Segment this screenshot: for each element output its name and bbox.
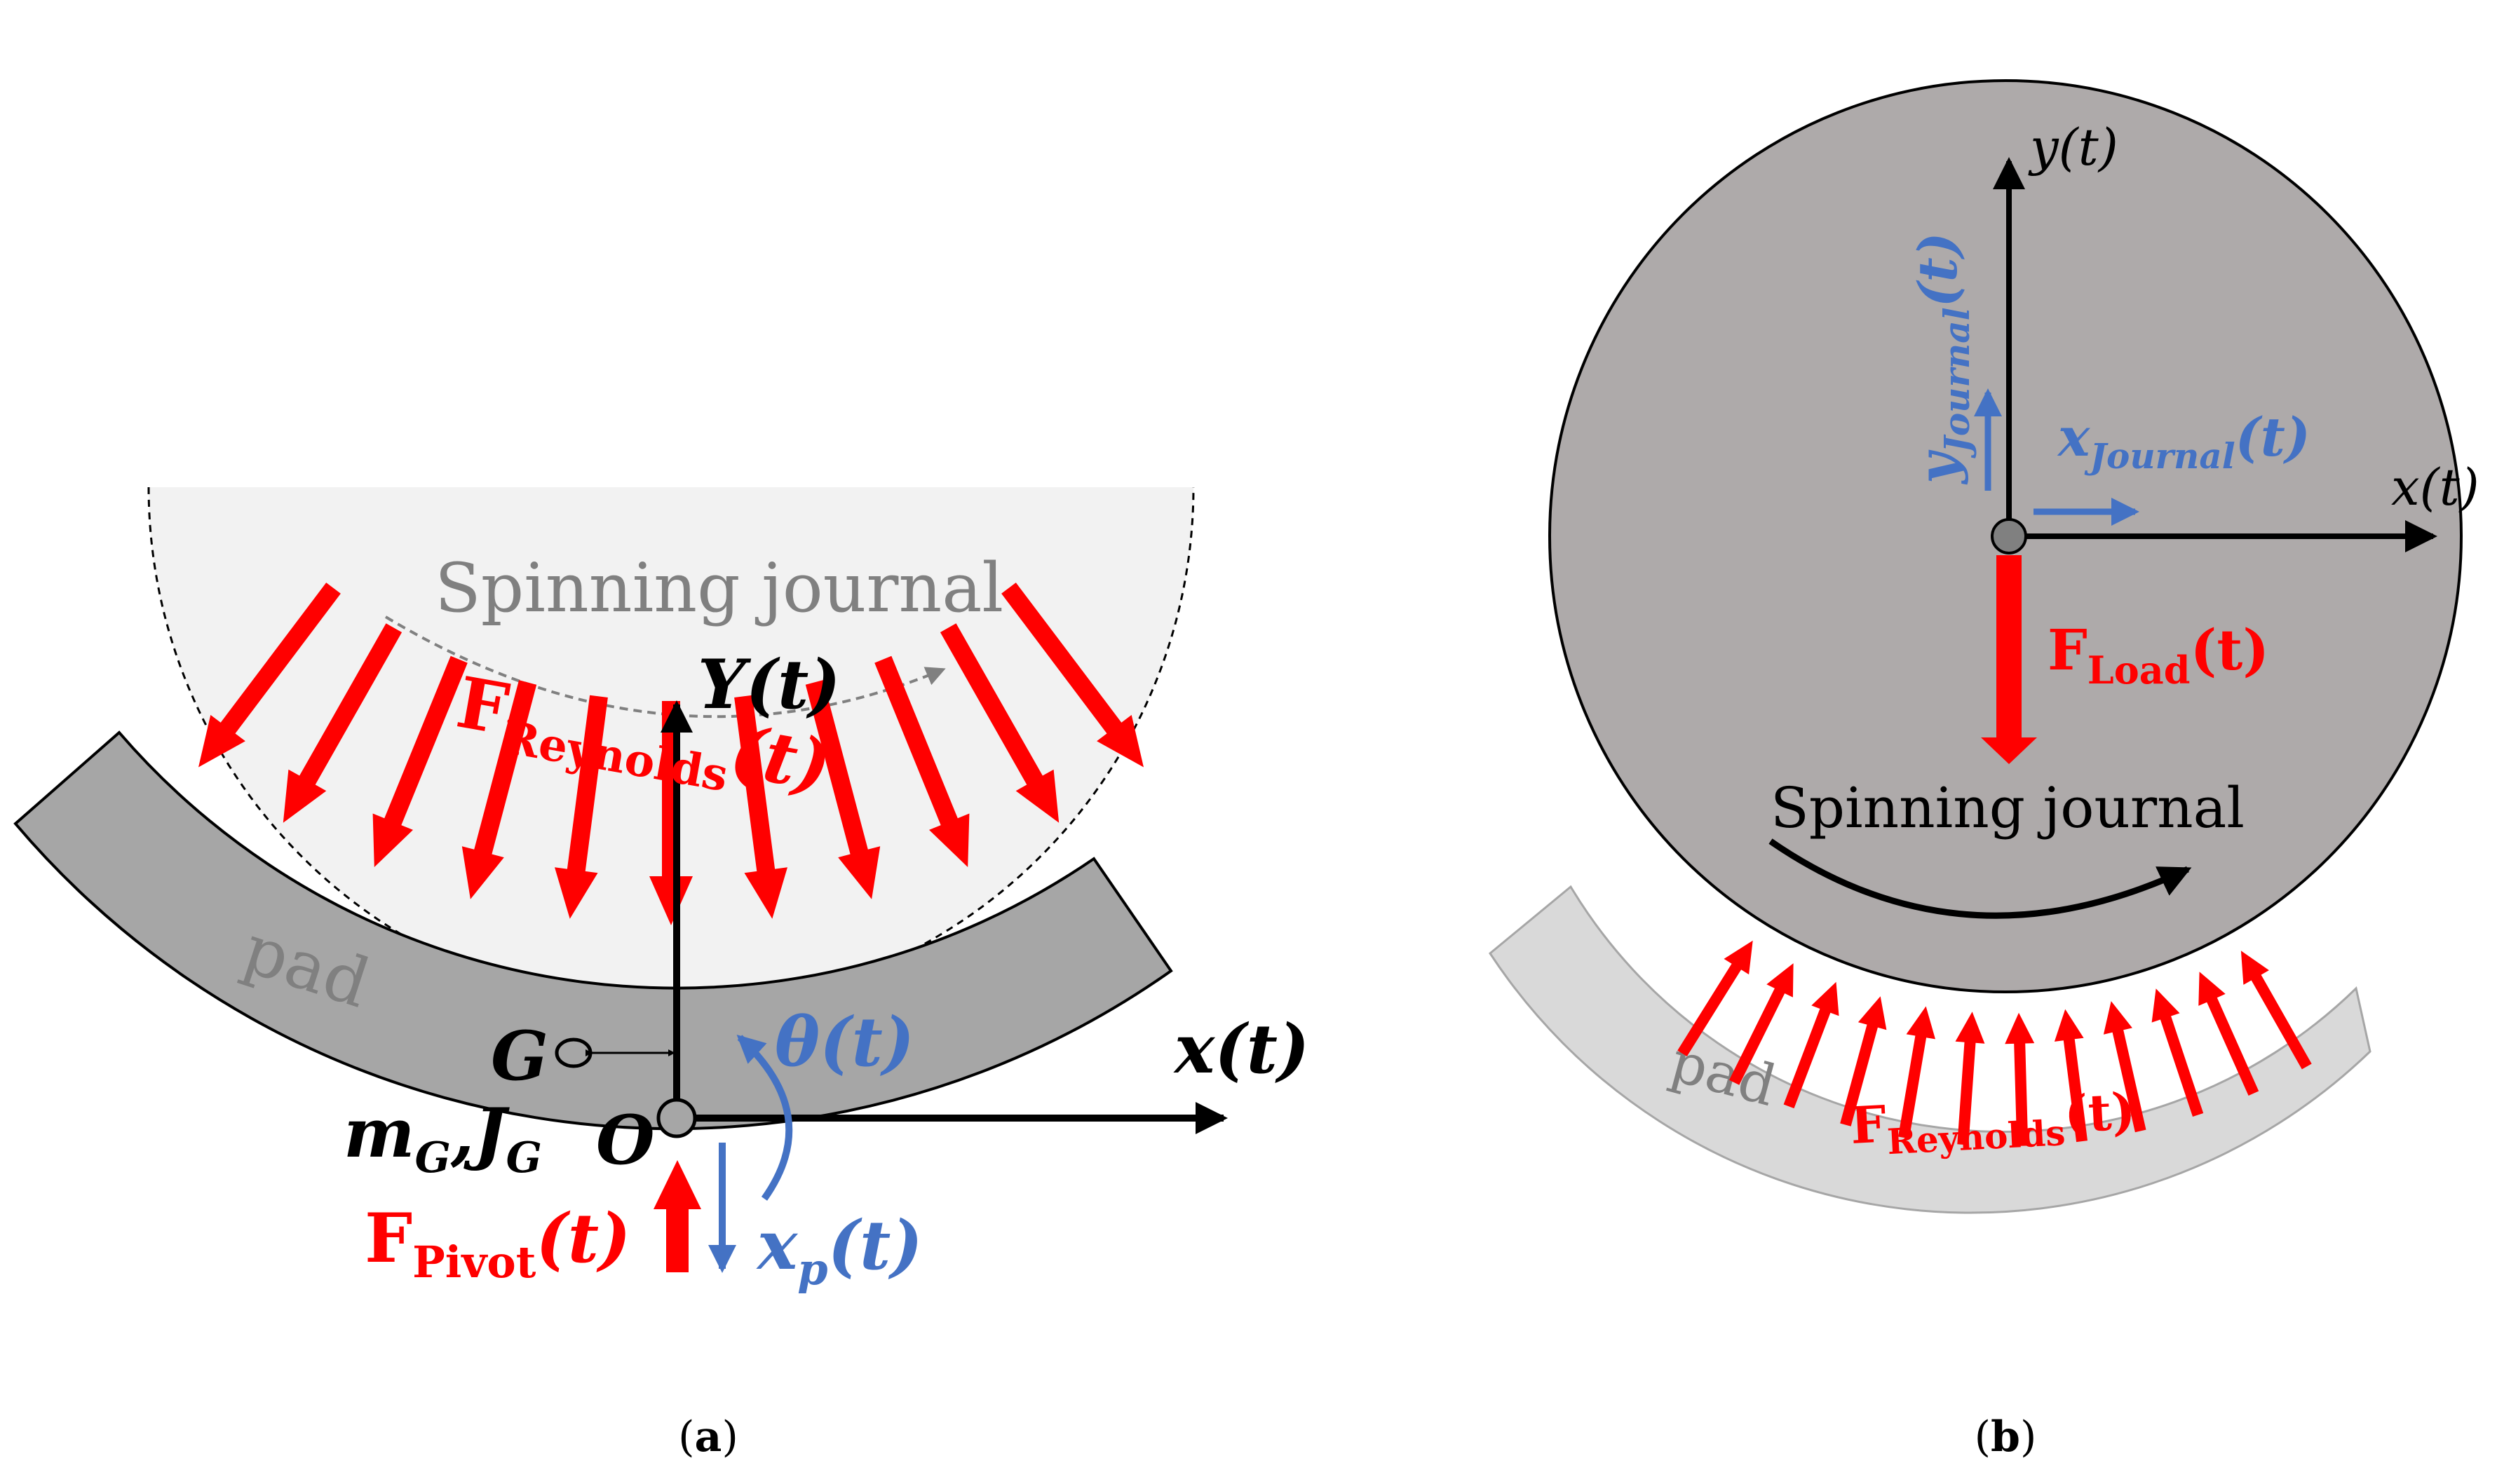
reynolds-arrow-a	[1001, 583, 1144, 768]
reynolds-arrow-b	[1729, 963, 1794, 1085]
reynolds-arrow-a	[734, 695, 787, 919]
journal-a-label: Spinning journal	[435, 549, 1003, 627]
reynolds-arrow-b	[2198, 972, 2259, 1096]
origin-label: O	[596, 1101, 655, 1180]
pad-b	[1489, 885, 2371, 1214]
reynolds-arrow-b	[1898, 1006, 1935, 1139]
pivot-point	[656, 1098, 697, 1138]
reynolds-arrow-a	[198, 583, 341, 768]
caption-b: (b)	[1975, 1412, 2037, 1462]
reynolds-arrows-a	[198, 583, 1144, 925]
reynolds-arrow-a	[555, 695, 608, 919]
theta-arrow	[736, 1034, 793, 1201]
journal-b-rotation-arrow	[1768, 838, 2192, 919]
reynolds-arrow-a	[372, 655, 468, 867]
mass-inertia-label: mG,JG	[344, 1094, 542, 1183]
reynolds-arrow-b	[2054, 1009, 2087, 1143]
panel-b: pad y(t) x(t) yJournal(t) xJournal(t) FL…	[1489, 79, 2479, 1462]
load-force-arrow	[1981, 555, 2037, 764]
center-of-mass-label: G	[491, 1016, 548, 1096]
pivot-displacement-label: xp(t)	[756, 1206, 923, 1295]
journal-center-point	[1991, 518, 2027, 554]
x-axis-a-label: x(t)	[1173, 1009, 1309, 1089]
x-journal-label: xJournal(t)	[2057, 406, 2310, 477]
reynolds-arrow-b	[2240, 951, 2312, 1070]
x-axis-b-label: x(t)	[2391, 458, 2479, 517]
reynolds-force-b-label: FReynolds(t)	[1849, 1081, 2137, 1164]
pad-a	[13, 730, 1173, 1131]
reynolds-arrow-b	[2103, 1001, 2146, 1133]
reynolds-arrow-a	[874, 655, 970, 867]
reynolds-arrows-b	[1677, 940, 2312, 1146]
pivot-force-arrow	[654, 1160, 701, 1272]
pivot-force-label: FPivot(t)	[365, 1199, 631, 1288]
reynolds-arrow-b	[1783, 981, 1839, 1109]
reynolds-arrow-b	[1677, 940, 1753, 1056]
reynolds-arrow-b	[2005, 1012, 2035, 1146]
theta-label: θ(t)	[775, 1002, 914, 1082]
y-axis-a-label: Y(t)	[698, 645, 841, 724]
reynolds-arrow-a	[649, 701, 693, 925]
load-force-label: FLoad(t)	[2048, 617, 2269, 693]
panel-a: Spinning journal pad Y(t) x(t) FReynolds…	[13, 486, 1309, 1462]
reynolds-arrow-a	[283, 623, 402, 823]
reynolds-arrow-b	[2151, 988, 2204, 1117]
y-axis-b-label: y(t)	[2028, 118, 2118, 177]
y-journal-label: yJournal(t)	[1907, 232, 1977, 485]
journal-b-label: Spinning journal	[1771, 775, 2245, 840]
reynolds-arrow-b	[1955, 1012, 1985, 1145]
caption-a: (a)	[678, 1412, 738, 1462]
reynolds-arrow-a	[940, 623, 1060, 823]
center-of-mass-dot	[555, 1037, 593, 1068]
reynolds-arrow-a	[461, 680, 537, 899]
reynolds-arrow-b	[1840, 996, 1887, 1126]
reynolds-arrow-a	[805, 680, 881, 899]
